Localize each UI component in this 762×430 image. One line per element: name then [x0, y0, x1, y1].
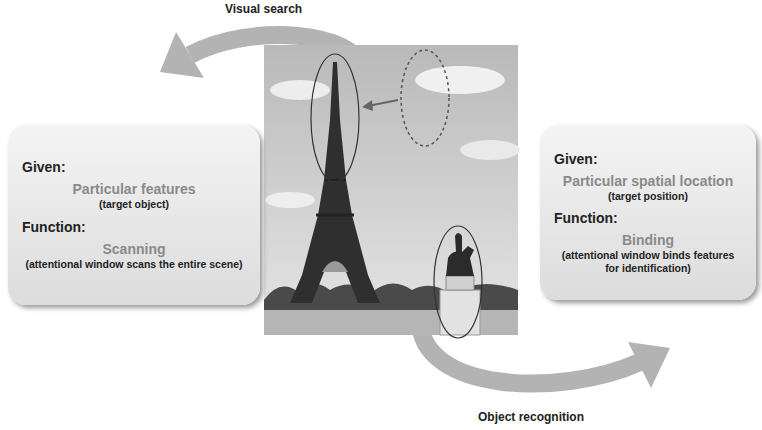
box-heading: Function: [22, 219, 246, 235]
photo [264, 45, 520, 338]
arrow-label: Object recognition [478, 410, 584, 424]
box-keyword: Particular features [22, 181, 246, 197]
box-note: (attentional window scans the entire sce… [22, 258, 246, 271]
info-box: Given: Particular features(target object)… [8, 125, 260, 305]
box-heading: Function: [554, 210, 742, 226]
box-keyword: Scanning [22, 241, 246, 257]
arrow-label: Visual search [225, 2, 302, 16]
box-note: (attentional window binds features for i… [554, 249, 742, 274]
box-heading: Given: [22, 159, 246, 175]
box-heading: Given: [554, 151, 742, 167]
box-keyword: Binding [554, 232, 742, 248]
box-note: (target position) [554, 190, 742, 203]
box-keyword: Particular spatial location [554, 173, 742, 189]
box-note: (target object) [22, 198, 246, 211]
info-box: Given: Particular spatial location(target… [540, 125, 756, 300]
